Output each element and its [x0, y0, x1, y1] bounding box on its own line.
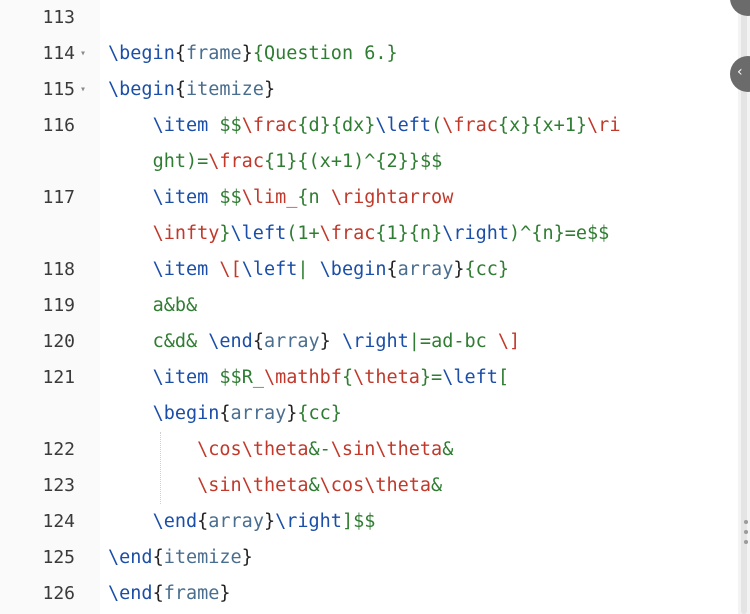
line-number: 122: [42, 439, 75, 460]
code-text[interactable]: \begin{array}{cc}: [152, 403, 342, 424]
code-line[interactable]: 114 ▾ \begin{frame}{Question 6.}: [0, 36, 738, 72]
line-number-gutter: [0, 0, 100, 614]
code-text[interactable]: \sin\theta&\cos\theta&: [197, 475, 443, 496]
line-number: 120: [42, 331, 75, 352]
code-line[interactable]: \infty}\left(1+\frac{1}{n}\right)^{n}=e$…: [0, 216, 738, 252]
line-number: 114: [42, 43, 75, 64]
code-text[interactable]: \end{frame}: [108, 583, 231, 604]
chevron-left-icon[interactable]: ‹: [730, 56, 750, 92]
code-text[interactable]: \end{array}\right]$$: [152, 511, 376, 532]
line-number: 123: [42, 475, 75, 496]
code-line[interactable]: 119 a&b&: [0, 288, 738, 324]
code-line[interactable]: 126 \end{frame}: [0, 576, 738, 612]
line-number: 121: [42, 367, 75, 388]
code-line[interactable]: 123 \sin\theta&\cos\theta&: [0, 468, 738, 504]
indent-guide: [160, 432, 161, 504]
scrollbar-thumb[interactable]: [741, 0, 747, 614]
code-text[interactable]: \cos\theta&-\sin\theta&: [197, 439, 454, 460]
code-line[interactable]: 118 \item \[\left| \begin{array}{cc}: [0, 252, 738, 288]
code-line[interactable]: ght)=\frac{1}{(x+1)^{2}}$$: [0, 144, 738, 180]
line-number: 126: [42, 583, 75, 604]
line-number: 118: [42, 259, 75, 280]
code-line[interactable]: 124 \end{array}\right]$$: [0, 504, 738, 540]
line-number: 115: [42, 79, 75, 100]
code-text[interactable]: a&b&: [152, 295, 198, 316]
code-text[interactable]: \item $$\lim_{n \rightarrow: [152, 187, 454, 208]
code-line[interactable]: 121 \item $$R_\mathbf{\theta}=\left[: [0, 360, 738, 396]
line-number: 116: [42, 115, 75, 136]
drag-handle-icon[interactable]: [744, 520, 748, 556]
code-text[interactable]: \item $$R_\mathbf{\theta}=\left[: [152, 367, 510, 388]
line-number: 113: [42, 7, 75, 28]
code-line[interactable]: 120 c&d& \end{array} \right|=ad-bc \]: [0, 324, 738, 360]
code-text[interactable]: \infty}\left(1+\frac{1}{n}\right)^{n}=e$…: [152, 223, 610, 244]
line-number: 117: [42, 187, 75, 208]
code-line[interactable]: 113: [0, 0, 738, 36]
line-number: 119: [42, 295, 75, 316]
code-line[interactable]: \begin{array}{cc}: [0, 396, 738, 432]
code-line[interactable]: 116 \item $$\frac{d}{dx}\left(\frac{x}{x…: [0, 108, 738, 144]
code-line[interactable]: 117 \item $$\lim_{n \rightarrow: [0, 180, 738, 216]
chevron-down-icon[interactable]: ▾: [80, 84, 87, 95]
code-text[interactable]: ght)=\frac{1}{(x+1)^{2}}$$: [152, 151, 443, 172]
code-line[interactable]: 125 \end{itemize}: [0, 540, 738, 576]
line-number: 124: [42, 511, 75, 532]
vertical-scrollbar[interactable]: [738, 0, 750, 614]
code-text[interactable]: \begin{itemize}: [108, 79, 276, 100]
code-text[interactable]: c&d& \end{array} \right|=ad-bc \]: [152, 331, 521, 352]
code-line[interactable]: 115 ▾ \begin{itemize}: [0, 72, 738, 108]
code-text[interactable]: \item \[\left| \begin{array}{cc}: [152, 259, 510, 280]
code-text[interactable]: \end{itemize}: [108, 547, 253, 568]
code-text[interactable]: \item $$\frac{d}{dx}\left(\frac{x}{x+1}\…: [152, 115, 621, 136]
chevron-down-icon[interactable]: ▾: [80, 48, 87, 59]
code-line[interactable]: 122 \cos\theta&-\sin\theta&: [0, 432, 738, 468]
line-number: 125: [42, 547, 75, 568]
code-text[interactable]: \begin{frame}{Question 6.}: [108, 43, 398, 64]
